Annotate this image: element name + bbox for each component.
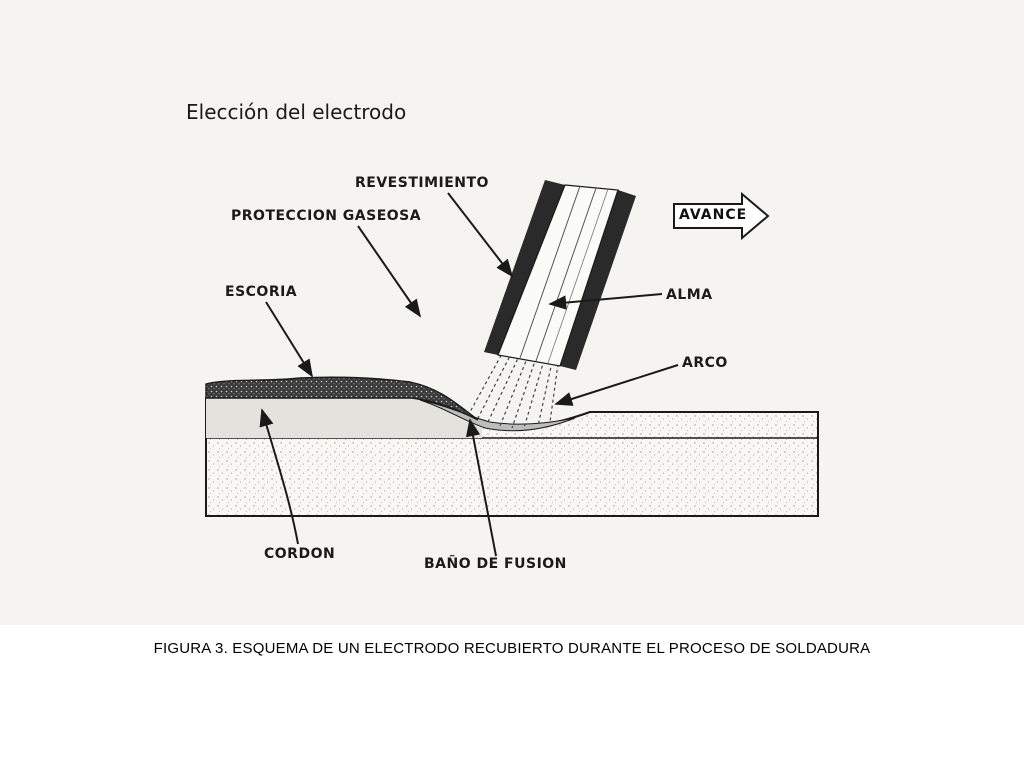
label-revestimiento: REVESTIMIENTO — [355, 175, 489, 191]
welding-electrode-diagram — [205, 180, 819, 557]
label-avance: AVANCE — [679, 207, 748, 223]
electrode-coating — [560, 190, 636, 370]
figure-caption: FIGURA 3. ESQUEMA DE UN ELECTRODO RECUBI… — [153, 640, 871, 657]
slag-layer — [205, 376, 479, 421]
leader-proteccion — [357, 225, 422, 318]
leader-alma — [548, 293, 663, 310]
scanned-figure: Elección del electrodo REVESTIMIENTO PRO… — [0, 0, 1024, 625]
electrode-core — [497, 184, 619, 367]
label-escoria: ESCORIA — [225, 284, 298, 300]
label-proteccion-gaseosa: PROTECCION GASEOSA — [231, 208, 422, 224]
arc-spray — [469, 349, 559, 429]
leader-revestimiento — [447, 192, 514, 278]
weld-bead — [206, 398, 482, 438]
label-bano-de-fusion: BAÑO DE FUSION — [424, 556, 567, 572]
electrode-coating — [484, 180, 565, 355]
leader-cordon — [259, 408, 299, 545]
figure-subtitle: Elección del electrodo — [186, 100, 407, 124]
leader-escoria — [265, 301, 313, 378]
avance-arrow — [673, 191, 770, 241]
label-cordon: CORDON — [264, 546, 336, 562]
leader-arco — [554, 364, 679, 406]
leader-bano — [465, 418, 497, 557]
label-arco: ARCO — [682, 355, 728, 371]
label-alma: ALMA — [666, 287, 713, 303]
